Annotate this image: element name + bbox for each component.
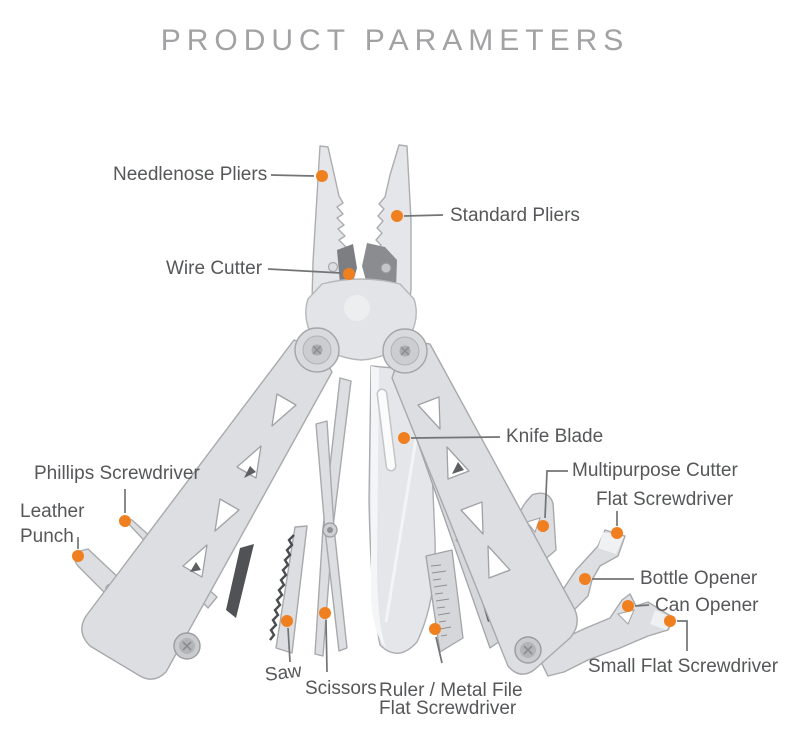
label-phillips-screwdriver: Phillips Screwdriver <box>34 463 200 484</box>
label-can-opener: Can Opener <box>655 595 759 616</box>
callout-dot-saw <box>281 615 293 627</box>
label-bottle-opener: Bottle Opener <box>640 568 758 589</box>
label-leather-punch: Leather Punch <box>20 499 84 549</box>
callout-dot-knife <box>398 432 410 444</box>
callout-line-wire-cutter <box>267 268 342 274</box>
callout-line-scissors <box>325 619 328 673</box>
label-wire-cutter: Wire Cutter <box>166 258 263 279</box>
callout-dot-scissors <box>319 607 331 619</box>
label-leather-punch-line2: Punch <box>20 526 74 547</box>
callout-line-standard <box>403 214 444 217</box>
label-saw: Saw <box>263 660 303 686</box>
label-multipurpose-cutter: Multipurpose Cutter <box>572 460 738 481</box>
label-small-flat-screwdriver: Small Flat Screwdriver <box>588 656 779 677</box>
label-needlenose-pliers: Needlenose Pliers <box>113 164 268 185</box>
callout-lines <box>77 174 688 673</box>
callout-dot-bottle-opener <box>579 573 591 585</box>
label-ruler-metal-file: Ruler / Metal File Flat Screwdriver <box>379 680 523 719</box>
label-scissors: Scissors <box>305 678 377 699</box>
label-knife-blade: Knife Blade <box>506 426 604 447</box>
callout-line-knife <box>410 436 501 439</box>
callout-line-ruler <box>435 636 443 664</box>
callout-dot-phillips <box>119 515 131 527</box>
callout-dot-ruler <box>429 623 441 635</box>
left-shadow-sliver <box>226 544 254 618</box>
callout-line-needlenose <box>270 174 315 177</box>
page-title: PRODUCT PARAMETERS <box>160 24 630 57</box>
callout-dot-leather-punch <box>72 550 84 562</box>
jaw-hole <box>327 261 339 273</box>
label-ruler-line2: Flat Screwdriver <box>379 698 517 719</box>
right-pivot-disc <box>382 328 428 374</box>
callout-dot-flat-screwdriver <box>611 527 623 539</box>
label-standard-pliers: Standard Pliers <box>450 205 580 226</box>
callout-dot-small-flat <box>664 615 676 627</box>
callout-dot-standard <box>391 210 403 222</box>
callout-line-saw <box>287 627 291 663</box>
callout-dots <box>72 170 676 635</box>
left-pivot-disc <box>294 327 340 373</box>
right-handle <box>391 342 578 675</box>
label-flat-screwdriver: Flat Screwdriver <box>596 489 734 510</box>
callout-line-multipurpose <box>544 470 568 519</box>
ruler-file-tool <box>425 549 464 653</box>
label-ruler-line1: Ruler / Metal File <box>379 680 523 701</box>
left-handle <box>81 339 333 680</box>
jaw-screw <box>380 262 392 274</box>
callout-dot-needlenose <box>316 170 328 182</box>
label-leather-punch-line1: Leather <box>20 501 85 522</box>
scissors-tool <box>314 377 352 657</box>
callout-line-small-flat <box>677 620 688 651</box>
callout-dot-wire-cutter <box>343 268 355 280</box>
callout-dot-multipurpose <box>537 520 549 532</box>
callout-line-can-opener <box>634 604 650 607</box>
callout-dot-can-opener <box>622 600 634 612</box>
